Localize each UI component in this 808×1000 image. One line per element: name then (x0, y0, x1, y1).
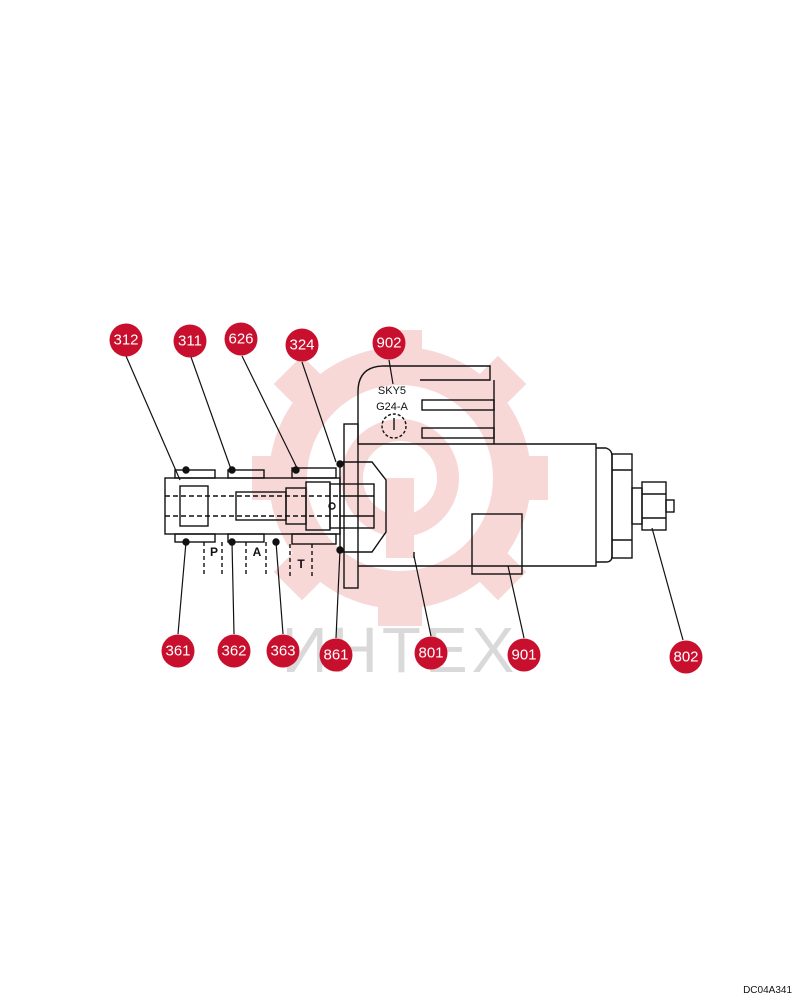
coil-end (596, 447, 675, 563)
callout-901[interactable]: 901 (507, 638, 541, 672)
callout-324-label: 324 (289, 337, 314, 354)
solenoid-body (357, 365, 597, 575)
callout-312[interactable]: 312 (109, 323, 143, 357)
callout-361-label: 361 (165, 643, 190, 660)
callout-311[interactable]: 311 (173, 324, 207, 358)
callout-861[interactable]: 861 (319, 638, 353, 672)
callout-363[interactable]: 363 (266, 634, 300, 668)
callout-901-label: 901 (511, 647, 536, 664)
callout-626[interactable]: 626 (224, 322, 258, 356)
callout-311-label: 311 (178, 333, 202, 350)
callout-801-label: 801 (418, 645, 443, 662)
callout-363-label: 363 (270, 643, 295, 660)
diagram-code: DC04A341 (743, 985, 792, 996)
body-marking-line2: G24-A (376, 401, 408, 413)
callout-361[interactable]: 361 (161, 634, 195, 668)
callout-902-label: 902 (376, 335, 401, 352)
callout-802-label: 802 (673, 649, 698, 666)
valve-drawing (164, 365, 675, 589)
callout-802[interactable]: 802 (669, 640, 703, 674)
leader-lines (125, 355, 684, 641)
callout-902[interactable]: 902 (372, 326, 406, 360)
callout-626-label: 626 (228, 331, 253, 348)
port-p-label: P (210, 545, 218, 559)
body-marking-line1: SKY5 (378, 385, 406, 397)
callout-801[interactable]: 801 (414, 636, 448, 670)
port-lines (203, 542, 313, 576)
callout-312-label: 312 (113, 332, 138, 349)
watermark-text: ИНТЕХ (282, 614, 519, 686)
drawing-labels: SKY5 G24-A P A T (210, 385, 409, 571)
callout-861-label: 861 (323, 647, 348, 664)
watermark-logo: ИНТЕХ (252, 330, 548, 686)
callout-362-label: 362 (221, 643, 246, 660)
flange (343, 423, 359, 589)
callouts: 312 311 626 324 902 361 362 363 (109, 322, 703, 674)
port-a-label: A (253, 545, 262, 559)
callout-324[interactable]: 324 (285, 328, 319, 362)
port-t-label: T (297, 557, 305, 571)
callout-362[interactable]: 362 (217, 634, 251, 668)
